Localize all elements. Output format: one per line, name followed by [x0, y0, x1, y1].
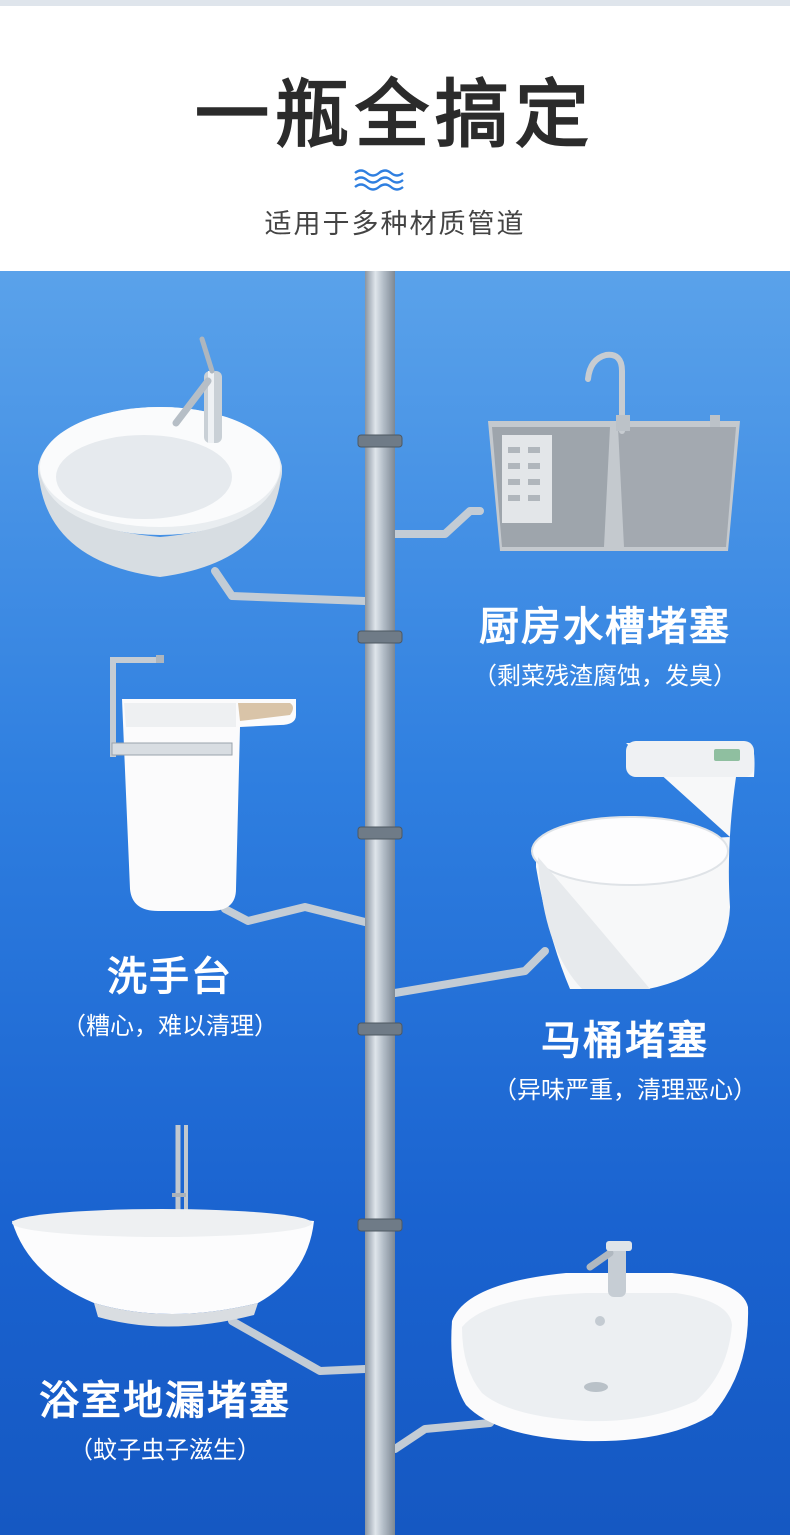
wave-icon: [354, 169, 404, 191]
pedestal-basin-image: [110, 655, 296, 911]
bathtub-image: [12, 1125, 314, 1327]
label-washbasin: 洗手台 （糟心，难以清理）: [20, 951, 320, 1043]
branch-pipe-top-left: [211, 567, 369, 605]
pipe-network: [211, 271, 549, 1535]
branch-pipe-mid-right: [391, 947, 549, 997]
branch-pipe-bot-left: [228, 1317, 369, 1375]
toilet-image: [531, 741, 755, 989]
page-title: 一瓶全搞定: [195, 72, 595, 158]
label-kitchen-sink: 厨房水槽堵塞 （剩菜残渣腐蚀，发臭）: [450, 601, 760, 693]
branch-pipe-top-right: [391, 507, 484, 538]
toilet-title: 马桶堵塞: [541, 1018, 709, 1064]
label-bathroom-drain: 浴室地漏堵塞 （蚊子虫子滋生）: [20, 1375, 310, 1467]
kitchen-sink-desc: （剩菜残渣腐蚀，发臭）: [473, 662, 737, 690]
wall-basin-image: [451, 1241, 749, 1442]
vessel-sink-image: [38, 336, 282, 577]
main-pipe: [365, 271, 395, 1535]
branch-pipe-mid-left: [221, 903, 369, 926]
bathroom-drain-desc: （蚊子虫子滋生）: [69, 1436, 261, 1464]
kitchen-sink-title: 厨房水槽堵塞: [479, 604, 731, 650]
pipe-stage: 厨房水槽堵塞 （剩菜残渣腐蚀，发臭） 洗手台 （糟心，难以清理） 马桶堵塞 （异…: [0, 271, 790, 1535]
clamp: [357, 630, 403, 644]
kitchen-sink-image: [488, 351, 740, 551]
clamp: [357, 826, 403, 840]
top-bar: [0, 0, 790, 6]
washbasin-desc: （糟心，难以清理）: [62, 1012, 278, 1040]
clamp: [357, 1218, 403, 1232]
label-toilet: 马桶堵塞 （异味严重，清理恶心）: [470, 1015, 780, 1107]
pipe-clamps: [357, 434, 403, 1232]
header: 一瓶全搞定 适用于多种材质管道: [0, 6, 790, 271]
clamp: [357, 1022, 403, 1036]
washbasin-title: 洗手台: [107, 954, 233, 1000]
page-subtitle: 适用于多种材质管道: [264, 209, 526, 240]
bathroom-drain-title: 浴室地漏堵塞: [39, 1378, 291, 1424]
toilet-desc: （异味严重，清理恶心）: [493, 1076, 757, 1104]
clamp: [357, 434, 403, 448]
